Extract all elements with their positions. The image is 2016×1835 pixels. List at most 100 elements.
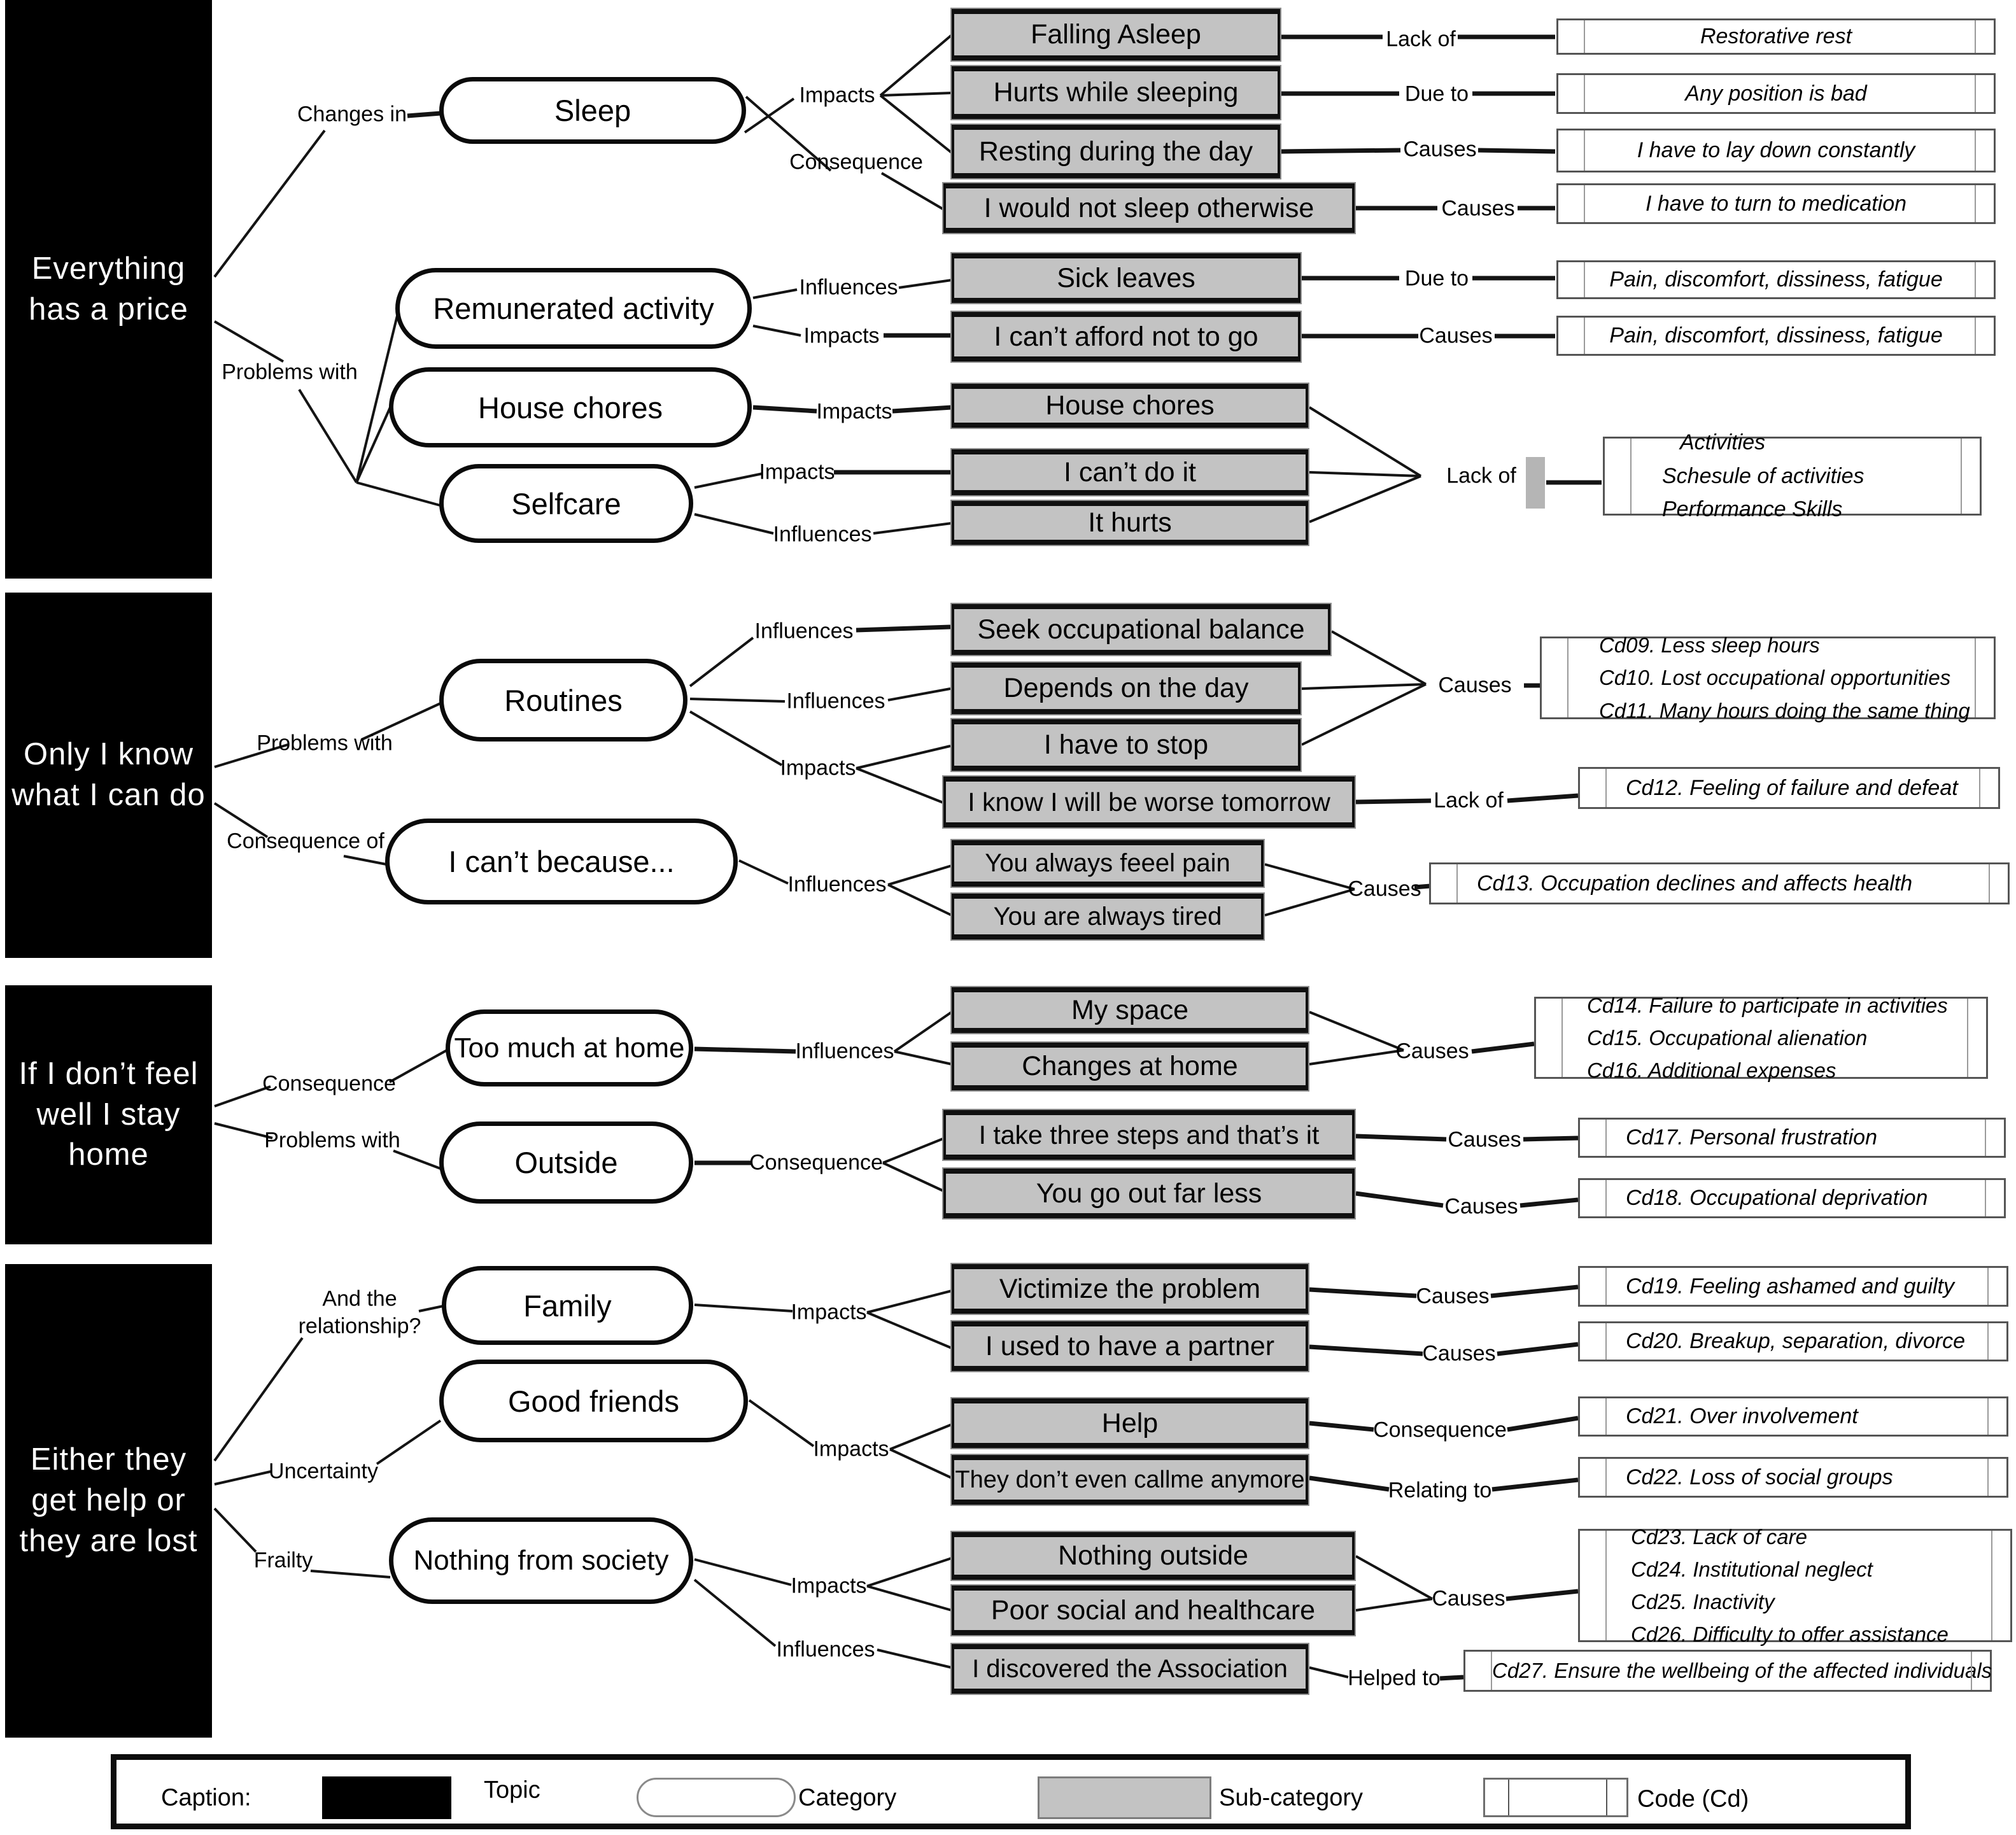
category-outside: Outside <box>439 1121 693 1204</box>
subcategory-worse-tomorrow: I know I will be worse tomorrow <box>943 777 1355 827</box>
subcategory-three-steps: I take three steps and that’s it <box>943 1110 1355 1160</box>
relation-causes-cd18: Causes <box>1444 1194 1518 1219</box>
topic-stay-home: If I don’t feel well I stay home <box>5 985 212 1244</box>
subcategory-cant-afford: I can’t afford not to go <box>952 312 1301 362</box>
legend-code-label: Code (Cd) <box>1637 1785 1749 1813</box>
code-restorative-rest: Restorative rest <box>1556 18 1996 55</box>
relation-and-the-relationship: And the relationship? <box>298 1286 421 1339</box>
relation-impacts-remunerated: Impacts <box>803 323 880 348</box>
category-nothing-from-society: Nothing from society <box>389 1517 693 1604</box>
category-good-friends: Good friends <box>439 1360 748 1442</box>
subcategory-go-out-less: You go out far less <box>943 1169 1355 1218</box>
subcategory-nothing-outside: Nothing outside <box>952 1532 1355 1580</box>
category-i-cant-because: I can’t because... <box>385 819 738 904</box>
subcategory-help: Help <box>952 1398 1308 1448</box>
code-cd21: Cd21. Over involvement <box>1578 1396 2008 1437</box>
legend-category-label: Category <box>798 1784 897 1811</box>
code-pain-discomfort-1: Pain, discomfort, dissiness, fatigue <box>1556 260 1996 299</box>
legend-box: Caption: Topic Category Sub-category Cod… <box>111 1754 1911 1829</box>
relation-influences-depends: Influences <box>786 689 885 714</box>
code-cd22: Cd22. Loss of social groups <box>1578 1457 2008 1498</box>
category-house-chores: House chores <box>389 367 752 447</box>
topic-get-help-or-lost: Either they get help or they are lost <box>5 1264 212 1738</box>
relation-causes-3: Causes <box>1419 323 1493 348</box>
relation-causes-2: Causes <box>1441 196 1515 221</box>
relation-lack-of-2: Lack of <box>1446 463 1516 488</box>
subcategory-my-space: My space <box>952 987 1308 1033</box>
subcategory-discovered-association: I discovered the Association <box>952 1644 1308 1694</box>
relation-impacts-routines: Impacts <box>780 756 856 780</box>
code-cd19: Cd19. Feeling ashamed and guilty <box>1578 1266 2008 1307</box>
relation-due-to-2: Due to <box>1404 266 1469 291</box>
relation-influences-society: Influences <box>776 1637 875 1662</box>
relation-consequence-home: Consequence <box>262 1071 396 1096</box>
legend-code-swatch <box>1483 1778 1628 1817</box>
legend-topic-swatch <box>322 1776 451 1819</box>
relation-changes-in: Changes in <box>297 102 407 127</box>
subcategory-resting-during-day: Resting during the day <box>952 125 1280 178</box>
relation-lack-of-cd12: Lack of <box>1434 788 1504 813</box>
relation-causes-cd19: Causes <box>1416 1284 1490 1309</box>
relation-impacts-sleep: Impacts <box>799 83 875 108</box>
code-cd17: Cd17. Personal frustration <box>1578 1118 2006 1158</box>
relation-due-to-1: Due to <box>1404 81 1469 106</box>
code-cd13: Cd13. Occupation declines and affects he… <box>1429 862 2010 904</box>
legend-category-swatch <box>637 1778 796 1817</box>
subcategory-had-partner: I used to have a partner <box>952 1321 1308 1371</box>
subcategory-have-to-stop: I have to stop <box>952 719 1301 771</box>
code-cd23-cd26: Cd23. Lack of care Cd24. Institutional n… <box>1578 1525 2012 1646</box>
legend-subcategory-swatch <box>1038 1776 1211 1819</box>
relation-causes-1: Causes <box>1403 137 1477 162</box>
legend-title: Caption: <box>161 1784 251 1811</box>
relation-relating-to-cd22: Relating to <box>1388 1478 1492 1503</box>
relation-uncertainty: Uncertainty <box>269 1459 378 1484</box>
subcategory-always-tired: You are always tired <box>952 894 1264 939</box>
relation-impacts-society: Impacts <box>791 1573 867 1598</box>
subcategory-always-feel-pain: You always feeel pain <box>952 840 1264 887</box>
relation-influences-selfcare: Influences <box>773 522 872 547</box>
subcategory-poor-social-healthcare: Poor social and healthcare <box>952 1585 1355 1635</box>
relation-lack-of-1: Lack of <box>1386 27 1456 52</box>
category-sleep: Sleep <box>439 77 746 144</box>
subcategory-hurts-while-sleeping: Hurts while sleeping <box>952 66 1280 119</box>
code-cd14-cd16: Cd14. Failure to participate in activiti… <box>1534 994 1988 1082</box>
relation-impacts-family: Impacts <box>791 1300 867 1325</box>
subcategory-seek-balance: Seek occupational balance <box>952 604 1330 655</box>
topic-everything-has-a-price: Everything has a price <box>5 0 212 579</box>
code-cd12: Cd12. Feeling of failure and defeat <box>1578 767 2000 809</box>
relation-consequence-of: Consequence of <box>227 829 384 854</box>
relation-helped-to-cd27: Helped to <box>1348 1666 1441 1691</box>
legend-subcategory-label: Sub-category <box>1219 1784 1364 1811</box>
code-cd27: Cd27. Ensure the wellbeing of the affect… <box>1463 1650 1992 1692</box>
topic-only-i-know: Only I know what I can do <box>5 593 212 958</box>
code-cd09-cd11: Cd09. Less sleep hours Cd10. Lost occupa… <box>1540 633 1996 722</box>
relation-causes-cd23: Causes <box>1432 1586 1505 1611</box>
code-any-position-bad: Any position is bad <box>1556 73 1996 114</box>
relation-impacts-selfcare: Impacts <box>759 460 835 484</box>
category-remunerated-activity: Remunerated activity <box>395 268 752 349</box>
relation-frailty: Frailty <box>253 1548 313 1573</box>
code-lay-down-constantly: I have to lay down constantly <box>1556 129 1996 172</box>
code-pain-discomfort-2: Pain, discomfort, dissiness, fatigue <box>1556 316 1996 356</box>
relation-problems-with-1: Problems with <box>222 360 358 384</box>
subcategory-it-hurts: It hurts <box>952 501 1308 545</box>
relation-problems-with-2: Problems with <box>257 731 393 756</box>
subcategory-sick-leaves: Sick leaves <box>952 253 1301 303</box>
relation-causes-cd20: Causes <box>1422 1341 1496 1366</box>
relation-consequence-outside: Consequence <box>749 1150 883 1175</box>
legend-topic-label: Topic <box>484 1776 540 1804</box>
subcategory-would-not-sleep: I would not sleep otherwise <box>943 183 1355 233</box>
relation-causes-cd09: Causes <box>1438 673 1512 698</box>
relation-influences-home: Influences <box>795 1039 894 1064</box>
code-cd20: Cd20. Breakup, separation, divorce <box>1578 1321 2008 1361</box>
lack-of-connector-block <box>1526 457 1545 509</box>
subcategory-dont-call: They don’t even callme anymore <box>952 1455 1308 1505</box>
code-turn-to-medication: I have to turn to medication <box>1556 183 1996 224</box>
code-activities-schedule-skills: Activities Schesule of activities Perfor… <box>1603 430 1982 521</box>
subcategory-cant-do-it: I can’t do it <box>952 449 1308 495</box>
relation-consequence-sleep: Consequence <box>789 150 923 174</box>
relation-causes-cd14: Causes <box>1395 1039 1469 1064</box>
category-selfcare: Selfcare <box>439 464 693 543</box>
